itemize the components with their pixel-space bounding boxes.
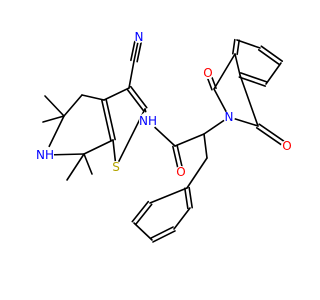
atom-amide-o: O	[175, 165, 187, 179]
bond-c7-c7m1	[83, 153, 93, 175]
bond-c4-c5	[63, 94, 83, 117]
bond-c3a-c3	[103, 87, 130, 101]
bond-cn_c-c3	[128, 60, 135, 89]
bond-c5-c5m1	[44, 95, 65, 117]
bond-ar3-ar4-a	[260, 45, 284, 63]
bond-ph3-ph4-b	[152, 230, 176, 243]
bond-c3-c2-a	[126, 88, 145, 112]
bond-ph5-ph6-b	[131, 200, 150, 223]
bond-ph6-ph1	[149, 187, 188, 204]
bond-ph3-ph4-a	[150, 226, 174, 239]
bond-c_o2-o2-a	[255, 127, 287, 149]
bond-c3-c2-b	[129, 85, 148, 109]
bond-c7a-c3a-b	[101, 99, 112, 142]
atom-imide-o-top: O	[202, 66, 214, 80]
atom-labels: N NH NH S O N O O	[36, 30, 293, 179]
bond-ch2-ph1	[186, 157, 208, 189]
bond-c_a-ch2	[203, 133, 208, 159]
bond-ph1-ph2-b	[188, 186, 193, 209]
atom-imide-n: N	[223, 110, 235, 124]
atom-nitrile-n: N	[133, 30, 145, 44]
bond-c7-c7m2	[66, 153, 85, 181]
molecule-structure-diagram: N NH NH S O N O O	[36, 30, 293, 243]
svg-text:O: O	[176, 165, 185, 179]
bond-ar1-ar2-a	[238, 76, 267, 87]
bond-ar6-ar1	[234, 53, 241, 76]
bond-c_o2-ar1	[239, 74, 259, 127]
bond-ar3-ar4-b	[257, 48, 281, 66]
svg-text:O: O	[282, 139, 291, 153]
svg-text:S: S	[112, 160, 120, 174]
bond-ph4-ph5	[133, 222, 153, 241]
bond-c_co-c_a	[174, 133, 205, 147]
atom-thiophene-s: S	[110, 160, 122, 174]
atom-imide-o-bottom: O	[281, 139, 293, 153]
bond-ar2-ar3	[265, 62, 282, 85]
bond-ph1-ph2-a	[184, 187, 189, 210]
bond-c7a-c3a-a	[105, 98, 116, 141]
bond-c_o1-ar6	[213, 53, 236, 90]
bond-ar5-ar6-b	[236, 39, 240, 56]
bond-c7-c7a	[83, 139, 114, 155]
bond-c3a-c4	[81, 94, 105, 101]
svg-text:NH: NH	[36, 148, 54, 162]
bond-c_o2-o2-b	[258, 123, 290, 145]
bond-ar1-ar2-b	[239, 72, 268, 83]
bond-lines	[42, 35, 290, 243]
bond-ar5-ar6-a	[232, 38, 236, 55]
svg-text:NH: NH	[139, 114, 157, 128]
bond-ph5-ph6-a	[134, 203, 153, 226]
atom-amide-nh: NH	[139, 112, 157, 130]
bond-c5-c5m2	[42, 115, 65, 123]
bond-ar4-ar5	[236, 39, 261, 49]
svg-text:O: O	[203, 66, 212, 80]
bond-ph2-ph3	[173, 207, 191, 230]
svg-text:N: N	[135, 30, 144, 44]
atom-ring-nh: NH	[36, 146, 54, 164]
svg-text:N: N	[225, 110, 234, 124]
